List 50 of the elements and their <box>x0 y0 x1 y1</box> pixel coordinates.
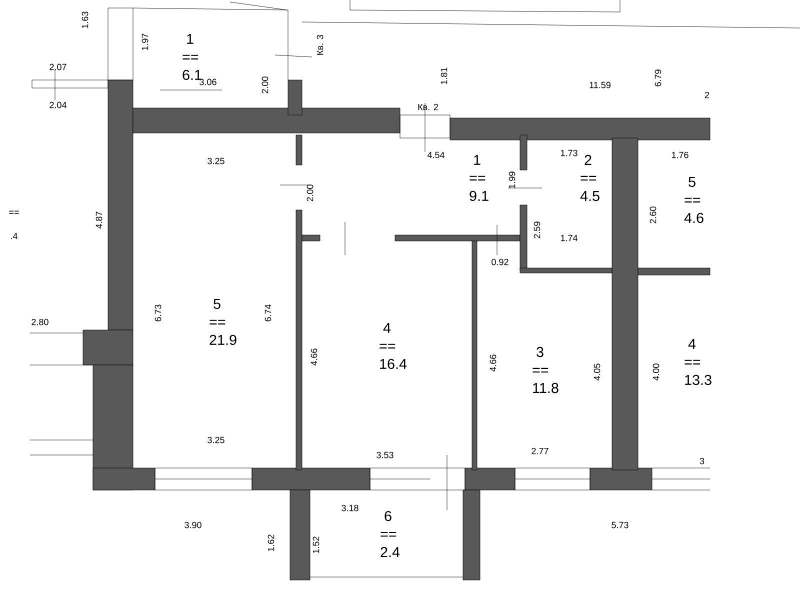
dimension-label: Кв. 3 <box>316 34 324 55</box>
dimension-label: 1.74 <box>560 234 578 242</box>
dimension-label: 2.60 <box>650 206 656 224</box>
dimension-label: 6.79 <box>654 70 662 86</box>
dimension-label: 4.05 <box>594 364 600 381</box>
dimension-label: 2.00 <box>262 76 268 94</box>
dimension-label: 3 <box>700 458 704 464</box>
room-label: 6 == 2.4 <box>380 510 400 558</box>
dimension-label: 4.00 <box>652 364 660 381</box>
dimension-label: 2.59 <box>534 222 540 238</box>
dimension-label: 4.66 <box>310 348 318 366</box>
dimension-label: 6.73 <box>154 304 162 322</box>
dimension-label: 3.18 <box>342 504 358 512</box>
dimension-label: 4.54 <box>427 152 444 158</box>
room-label: 1 == 9.1 <box>470 154 488 202</box>
dimension-label: 1.81 <box>440 68 448 84</box>
room-label: 2 == 4.5 <box>580 154 600 202</box>
dimension-label: 3.25 <box>208 158 224 164</box>
dimension-label: .4 <box>11 232 18 240</box>
room-label: 5 == 21.9 <box>210 298 236 346</box>
room-label: 1 == 6.1 <box>182 34 202 80</box>
dimension-label: 1.62 <box>268 534 274 552</box>
dimension-label: 3.06 <box>200 78 216 86</box>
dimension-label: 1.73 <box>560 150 578 156</box>
dimension-label: 4.87 <box>96 212 102 229</box>
dimension-label: 2.77 <box>532 448 548 454</box>
dimension-label: 1.52 <box>312 536 320 554</box>
dimension-label: 2.04 <box>50 102 66 108</box>
room-label: 4 == 16.4 <box>380 322 407 370</box>
dimension-label: 2.00 <box>306 184 314 202</box>
dimension-label: 1.99 <box>508 172 516 188</box>
dimension-label: 1.63 <box>82 12 88 28</box>
dimension-label: 3.25 <box>208 436 224 444</box>
dimension-label: Кв. 2 <box>418 104 438 110</box>
dimension-label: 1.76 <box>672 152 688 158</box>
dimension-label: 5.73 <box>612 522 628 528</box>
room-label: 4 == 13.3 <box>684 338 712 386</box>
dimension-label: 6.74 <box>264 304 272 322</box>
room-label: 3 == 11.8 <box>532 346 558 394</box>
dimension-label: 4.66 <box>490 354 496 372</box>
room-label: 5 == 4.6 <box>684 176 704 224</box>
dimension-label: 11.59 <box>590 82 610 88</box>
dimension-label: 0.92 <box>492 258 508 266</box>
dimension-label: 2.80 <box>32 318 48 326</box>
dimension-label: 3.53 <box>376 452 394 458</box>
dimension-label: 3.90 <box>184 522 202 528</box>
dimension-label: 1.97 <box>142 34 148 50</box>
dimension-label: == <box>9 210 19 214</box>
dimension-label: 2.07 <box>50 64 66 70</box>
dimension-label: 2 <box>704 92 710 98</box>
